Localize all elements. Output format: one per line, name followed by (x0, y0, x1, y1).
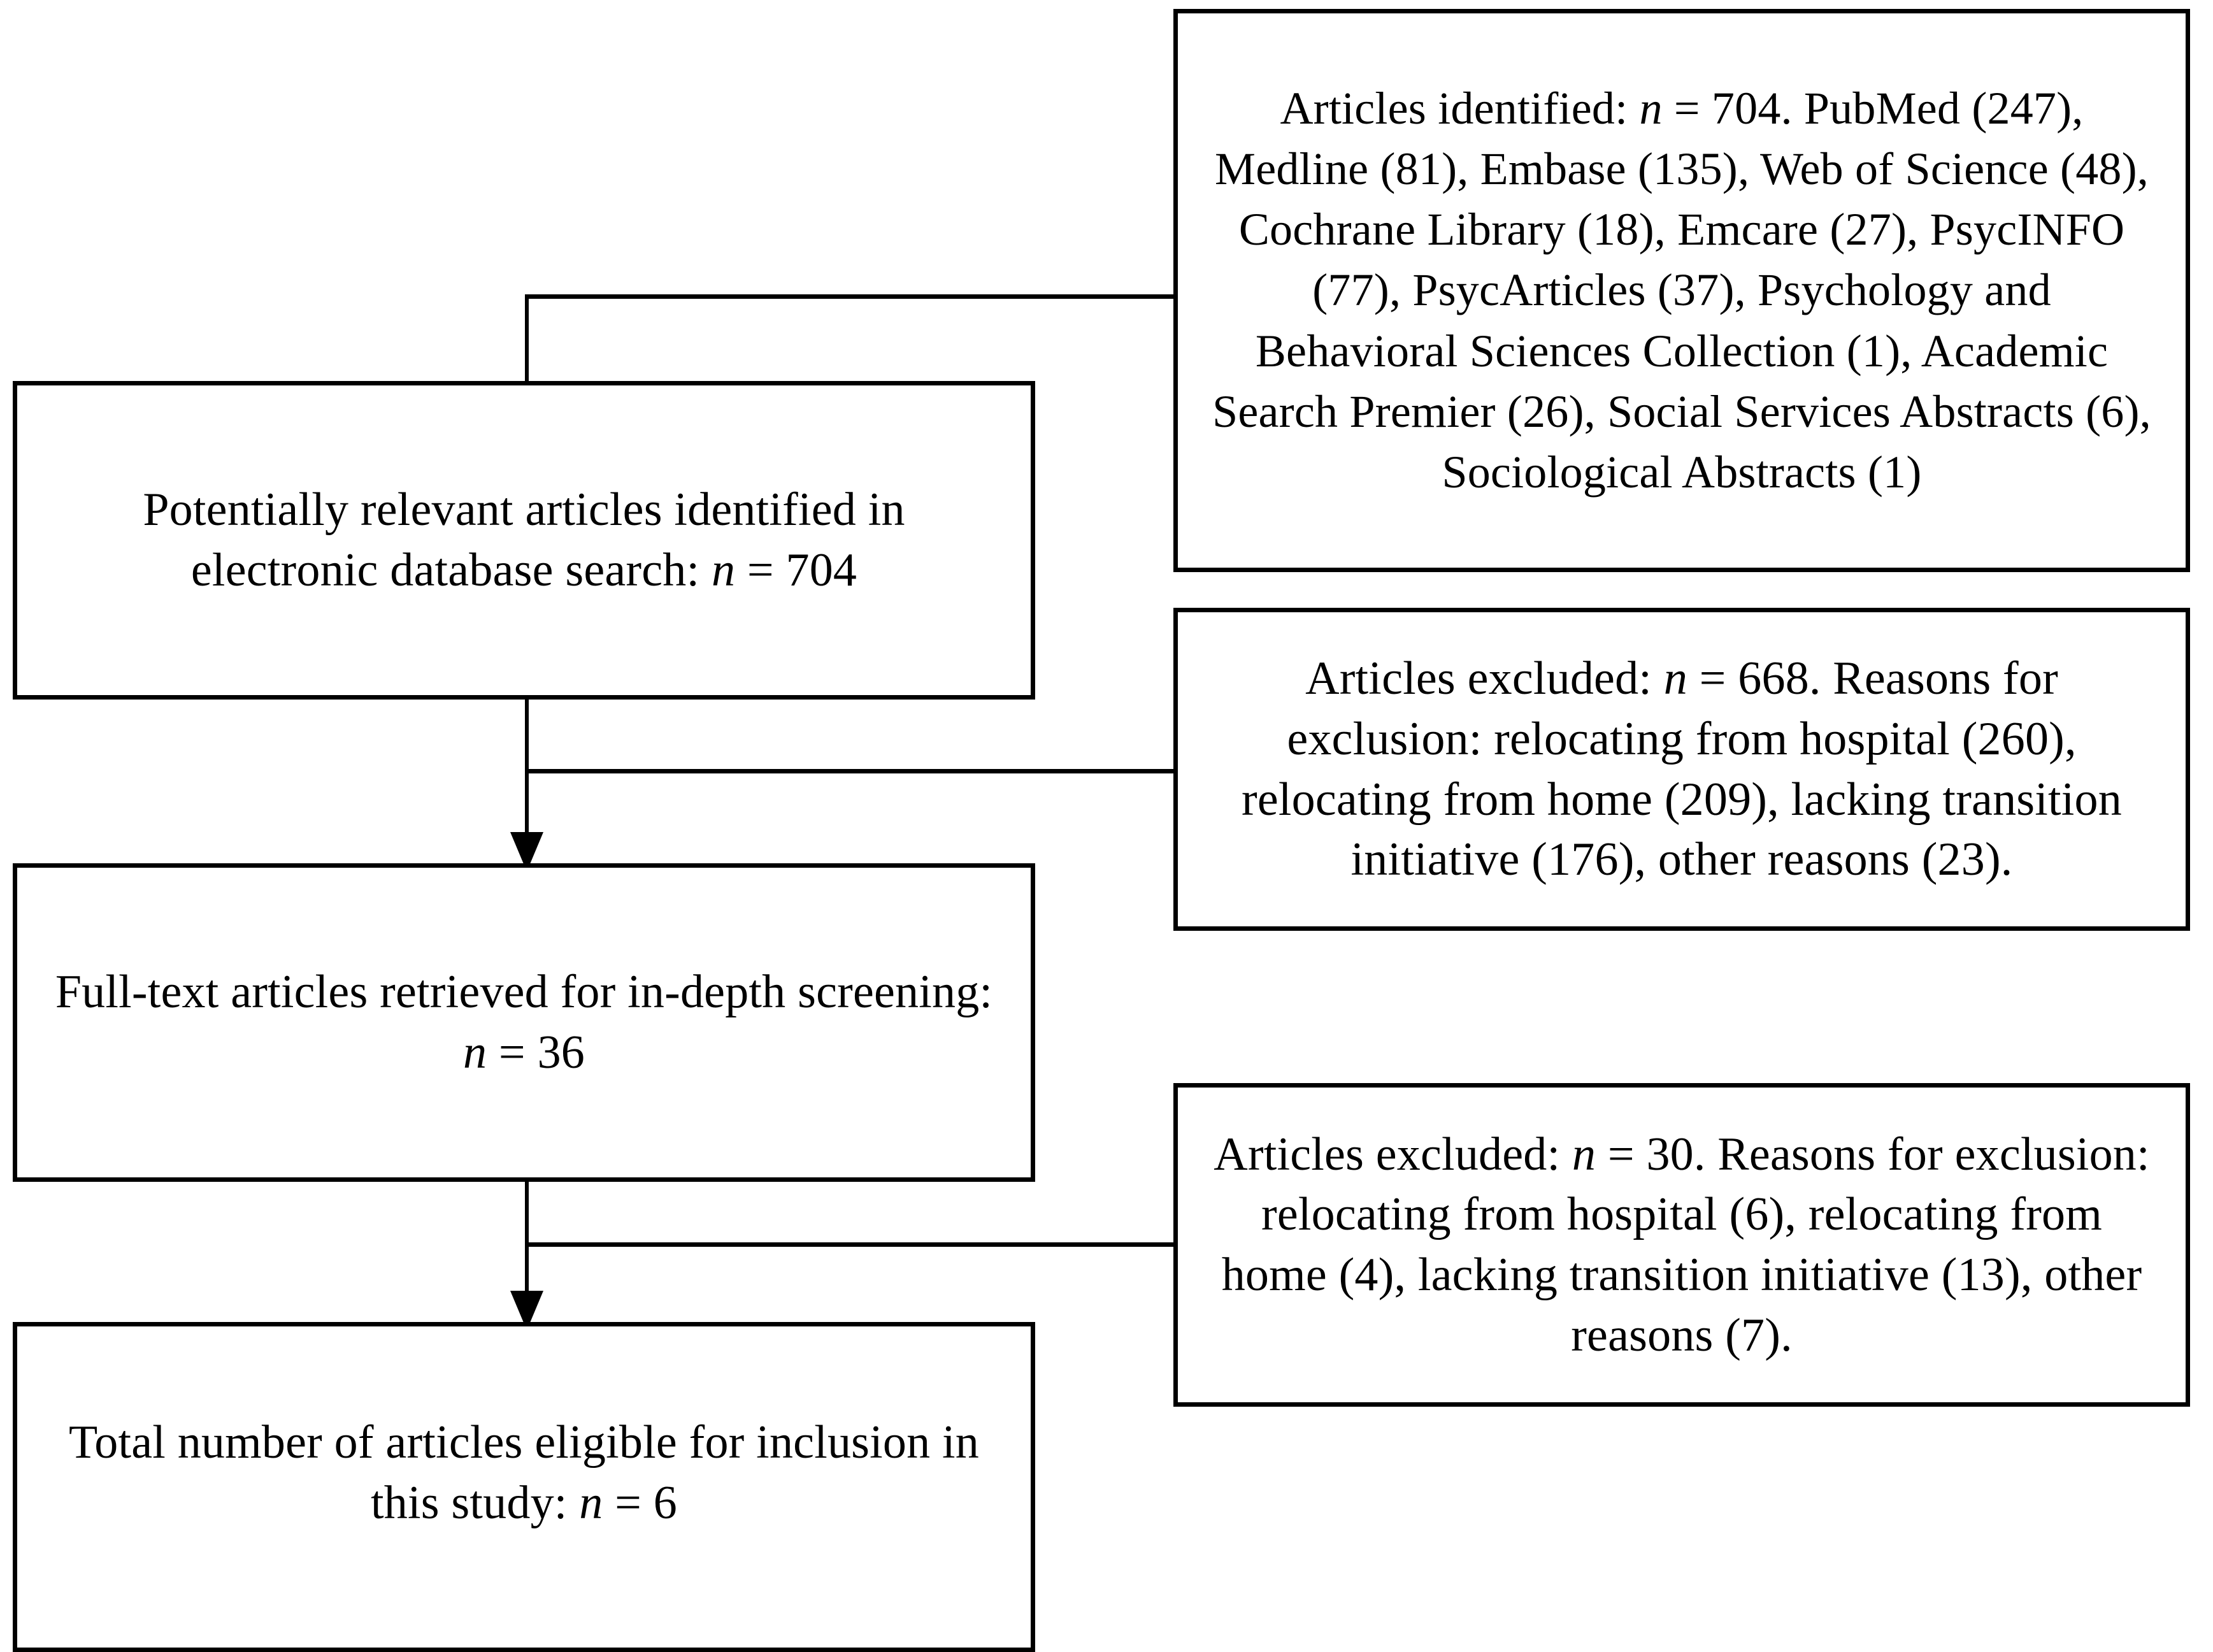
box-articles-excluded-30: Articles excluded: n = 30. Reasons for e… (1173, 1083, 2190, 1407)
box-articles-eligible-for-inclusion: Total number of articles eligible for in… (13, 1322, 1035, 1652)
connector-sources-to-identified-vertical (525, 294, 529, 385)
box-articles-identified-sources: Articles identified: n = 704. PubMed (24… (1173, 9, 2190, 572)
box-full-text-articles-retrieved-text: Full-text articles retrieved for in-dept… (55, 966, 993, 1079)
connector-fulltext-to-eligible (525, 1179, 529, 1327)
connector-branch-to-excluded-668 (525, 769, 1176, 773)
connector-identified-to-fulltext (525, 697, 529, 869)
box-potentially-relevant-articles-text: Potentially relevant articles identified… (143, 484, 905, 596)
box-articles-identified-sources-text: Articles identified: n = 704. PubMed (24… (1212, 83, 2151, 498)
connector-branch-to-excluded-30 (525, 1242, 1176, 1247)
connector-sources-to-identified-horizontal (525, 294, 1175, 299)
box-potentially-relevant-articles: Potentially relevant articles identified… (13, 381, 1035, 700)
box-articles-excluded-668-text: Articles excluded: n = 668. Reasons for … (1242, 652, 2122, 886)
box-full-text-articles-retrieved: Full-text articles retrieved for in-dept… (13, 863, 1035, 1182)
box-articles-excluded-668: Articles excluded: n = 668. Reasons for … (1173, 608, 2190, 931)
box-articles-excluded-30-text: Articles excluded: n = 30. Reasons for e… (1214, 1128, 2150, 1361)
box-articles-eligible-for-inclusion-text: Total number of articles eligible for in… (69, 1416, 979, 1529)
